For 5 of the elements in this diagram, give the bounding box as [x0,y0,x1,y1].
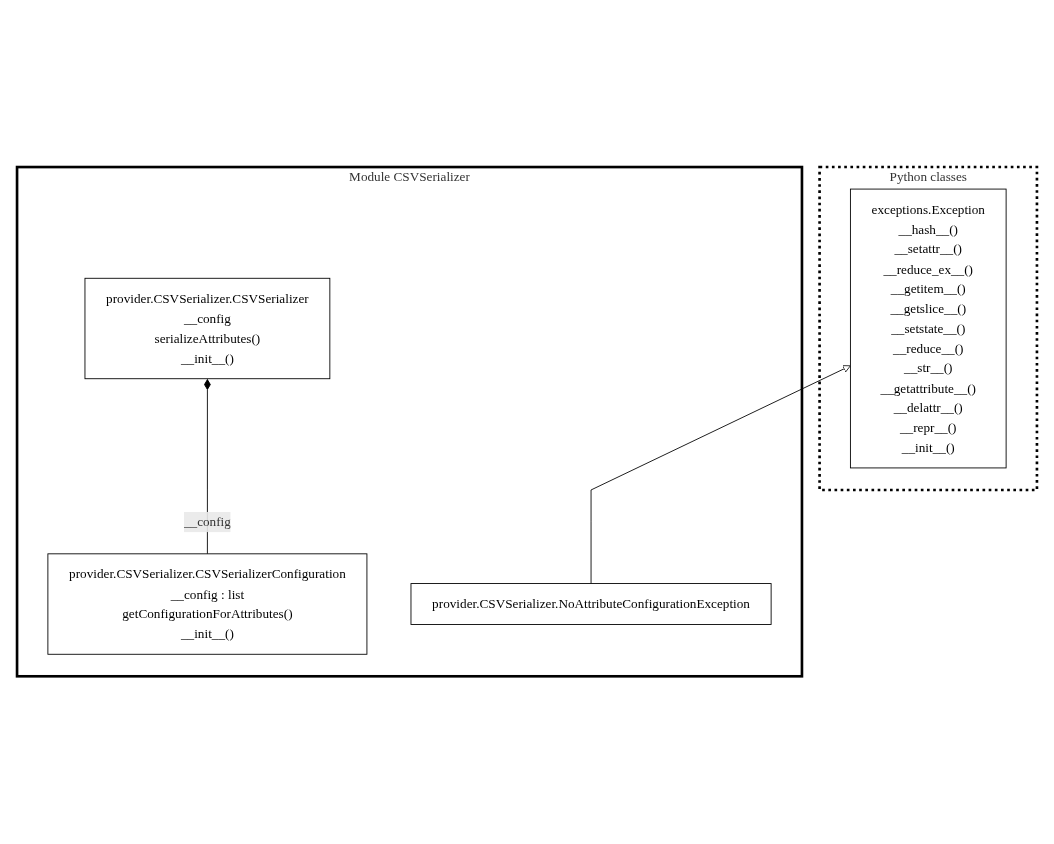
node-box: provider.CSVSerializer.NoAttributeConfigurationException [410,583,772,626]
node-box: provider.CSVSerializer.CSVSerializerConfiguration __config : list getConfigurationForAttributes() __init__() [47,553,368,656]
node-box: exceptions.Exception __hash__() __setattr__() __reduce_ex__() __getitem__() __getslice__() __setstate__() __reduce__() __str__() __getattribute__() __delattr__() __repr__() __init__() [849,188,1007,469]
node-box: provider.CSVSerializer.CSVSerializer __config serializeAttributes() __init__() [84,278,331,380]
edge-label: __config [183,514,231,530]
